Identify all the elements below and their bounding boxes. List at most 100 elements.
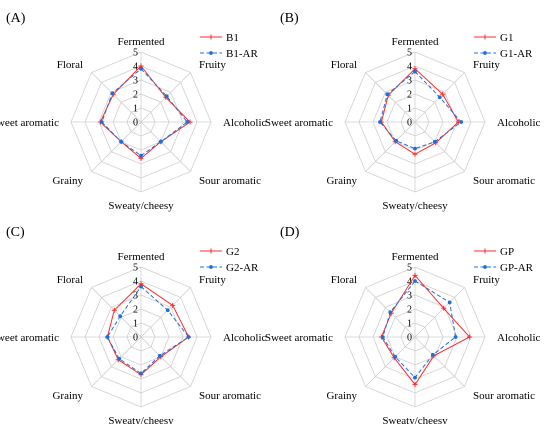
legend-marker <box>208 248 214 254</box>
data-point <box>393 354 398 359</box>
axis-label: Sweaty/cheesy <box>108 200 174 212</box>
axis-label: Alcoholic <box>223 117 266 129</box>
legend-marker <box>483 265 487 269</box>
axis-label: Sour aromatic <box>199 175 261 187</box>
radial-tick-label: 1 <box>133 104 138 115</box>
legend-label: B1 <box>226 32 239 44</box>
axis-label: Alcoholic <box>223 332 266 344</box>
data-point <box>412 382 418 388</box>
grid-spoke <box>140 287 191 338</box>
data-point <box>99 120 104 124</box>
grid-spoke <box>91 287 142 338</box>
data-point <box>385 92 390 97</box>
grid-spoke <box>91 72 142 123</box>
data-point <box>185 120 190 124</box>
axis-label: Sweet aromatic <box>265 332 333 344</box>
axis-label: Sweet aromatic <box>0 332 59 344</box>
data-point <box>437 95 442 100</box>
data-point <box>164 94 169 99</box>
data-point <box>139 284 143 289</box>
legend-marker <box>482 248 488 254</box>
grid-spoke <box>414 336 465 387</box>
legend-marker <box>208 34 214 40</box>
legend-label: GP <box>500 246 514 258</box>
data-point <box>430 352 435 357</box>
legend-label: G2-AR <box>226 262 259 274</box>
grid-spoke <box>365 336 416 387</box>
grid-spoke <box>414 121 465 172</box>
radial-tick-label: 2 <box>407 305 412 316</box>
axis-label: Fermented <box>391 36 439 48</box>
radial-tick-label: 2 <box>133 305 138 316</box>
data-point <box>412 151 418 157</box>
legend-marker <box>482 34 488 40</box>
panel-label: (D) <box>280 225 300 240</box>
axis-label: Fruity <box>473 59 500 71</box>
legend-label: G2 <box>226 246 239 258</box>
axis-label: Grainy <box>52 390 83 402</box>
grid-spoke <box>365 121 416 172</box>
data-point <box>139 66 143 71</box>
axis-label: Fermented <box>391 251 439 263</box>
series-line <box>380 274 471 386</box>
axis-label: Sweet aromatic <box>0 117 59 129</box>
data-point <box>117 356 122 361</box>
data-point <box>388 310 393 315</box>
axis-label: Sweaty/cheesy <box>108 415 174 424</box>
data-point <box>119 139 124 144</box>
panel-label: (B) <box>280 11 299 26</box>
axis-label: Sweet aromatic <box>265 117 333 129</box>
legend-marker <box>483 51 487 55</box>
grid-spoke <box>91 336 142 387</box>
radial-tick-label: 5 <box>133 48 138 59</box>
axis-label: Sweaty/cheesy <box>382 415 448 424</box>
axis-label: Sour aromatic <box>199 390 261 402</box>
data-point <box>441 305 447 311</box>
axis-label: Fruity <box>199 59 226 71</box>
panel-label: (A) <box>6 11 26 26</box>
data-point <box>412 272 418 278</box>
data-point <box>110 91 115 96</box>
grid-spoke <box>91 121 142 172</box>
axis-label: Sour aromatic <box>473 175 535 187</box>
data-point <box>413 69 417 74</box>
axis-label: Floral <box>331 274 357 286</box>
panel-label: (C) <box>6 225 25 240</box>
radial-tick-label: 3 <box>133 76 138 87</box>
data-point <box>378 120 382 124</box>
radial-tick-label: 0 <box>133 118 138 129</box>
data-point <box>105 335 110 339</box>
radial-tick-label: 1 <box>407 104 412 115</box>
radial-tick-label: 4 <box>133 277 138 288</box>
radial-tick-label: 3 <box>133 291 138 302</box>
axis-label: Fruity <box>199 274 226 286</box>
axis-label: Grainy <box>52 175 83 187</box>
data-point <box>380 335 385 339</box>
radial-tick-label: 3 <box>407 291 412 302</box>
axis-label: Floral <box>57 274 83 286</box>
data-point <box>111 307 117 313</box>
radial-tick-label: 2 <box>133 90 138 101</box>
radial-tick-label: 1 <box>407 319 412 330</box>
grid-spoke <box>140 336 191 387</box>
radial-tick-label: 5 <box>133 263 138 274</box>
data-point <box>440 91 446 97</box>
axis-label: Sweaty/cheesy <box>382 200 448 212</box>
axis-label: Grainy <box>326 175 357 187</box>
data-point <box>459 120 464 124</box>
data-point <box>118 314 123 319</box>
series-line <box>106 285 190 375</box>
data-point <box>413 279 417 283</box>
radial-tick-label: 1 <box>133 319 138 330</box>
data-point <box>186 335 191 339</box>
grid-spoke <box>414 287 465 338</box>
radial-tick-label: 4 <box>133 62 138 73</box>
series-line <box>101 68 188 157</box>
radial-tick-label: 0 <box>407 118 412 129</box>
legend-label: G1 <box>500 32 513 44</box>
data-point <box>139 371 143 376</box>
